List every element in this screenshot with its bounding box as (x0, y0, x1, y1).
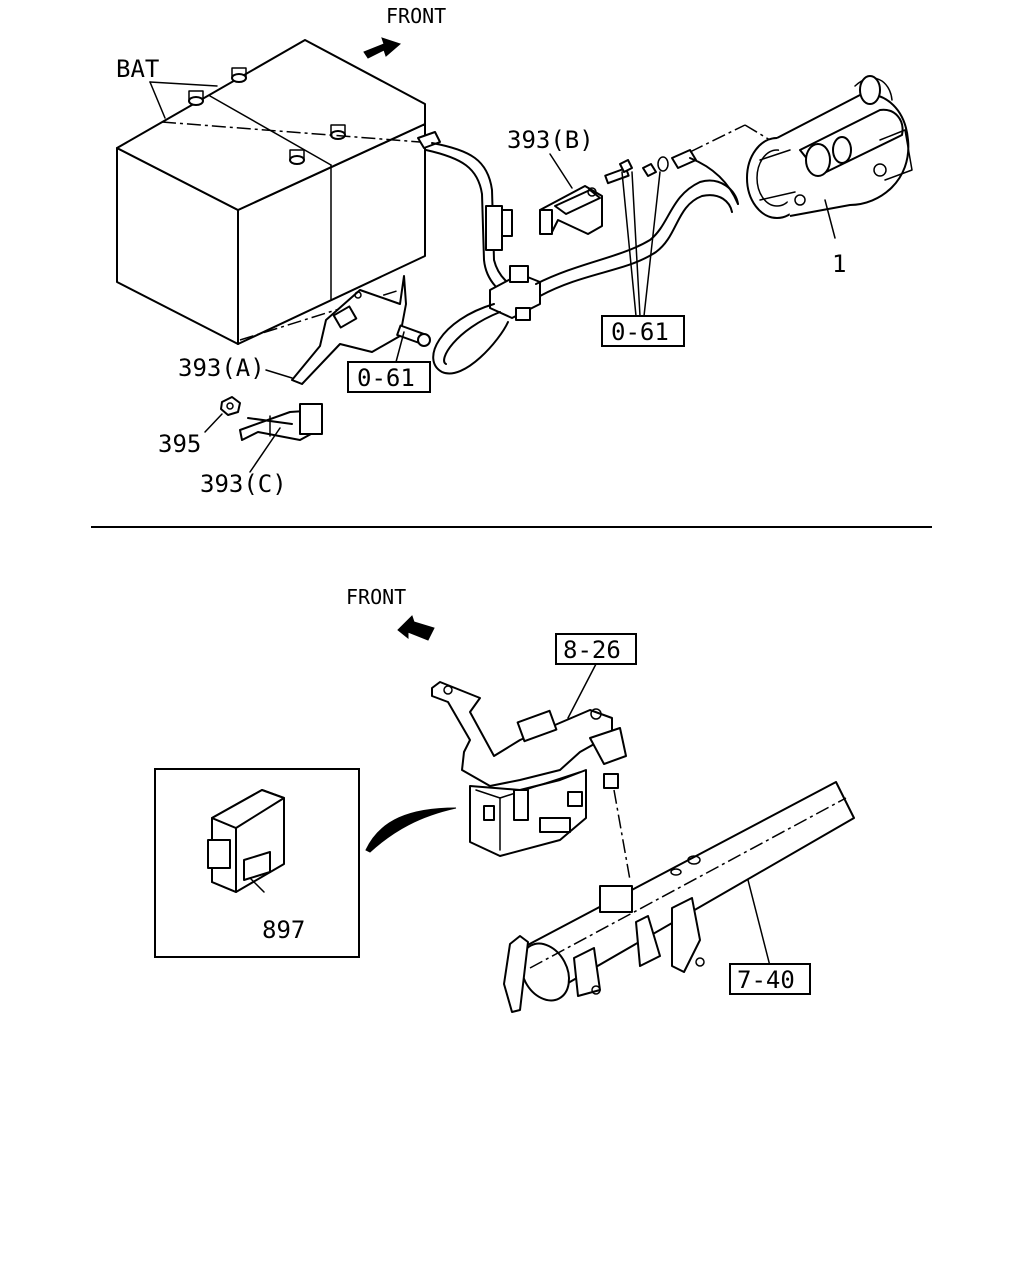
leader-8-26 (567, 663, 597, 719)
ref-8-26: 8-26 (563, 636, 621, 664)
bracket-b (539, 156, 669, 235)
starter-motor (746, 75, 913, 239)
callout-393a: 393(A) (178, 354, 265, 382)
ref-7-40: 7-40 (737, 966, 795, 994)
ref-box-left (347, 361, 431, 393)
leader-393a (265, 369, 293, 379)
mounting-bracket (431, 681, 627, 857)
nut-395 (220, 396, 241, 416)
battery (116, 39, 426, 345)
bracket-a (291, 275, 431, 385)
ref-0-61-left: 0-61 (357, 364, 415, 392)
front-arrow-top (363, 37, 401, 59)
callout-395: 395 (158, 430, 201, 458)
battery-label: BAT (116, 55, 159, 83)
crossmember (503, 781, 855, 1013)
leader-393b (549, 153, 573, 189)
detail-pointer (365, 807, 457, 853)
callout-897: 897 (262, 916, 305, 944)
control-unit (207, 789, 285, 893)
callout-393b: 393(B) (507, 126, 594, 154)
battery-leaders (149, 81, 218, 119)
ref-0-61-right: 0-61 (611, 318, 669, 346)
callout-393c: 393(C) (200, 470, 287, 498)
ref-box-7-40 (729, 963, 811, 995)
bracket-c (239, 403, 323, 441)
front-arrow-bottom (397, 615, 435, 641)
callout-starter: 1 (832, 250, 846, 278)
leader-393c (249, 427, 281, 473)
leader-395 (204, 413, 223, 433)
front-label-bottom: FRONT (346, 585, 406, 609)
mount-axis (613, 789, 631, 881)
ref-box-right (601, 171, 685, 347)
battery-cable (417, 124, 771, 375)
front-label-top: FRONT (386, 4, 446, 28)
